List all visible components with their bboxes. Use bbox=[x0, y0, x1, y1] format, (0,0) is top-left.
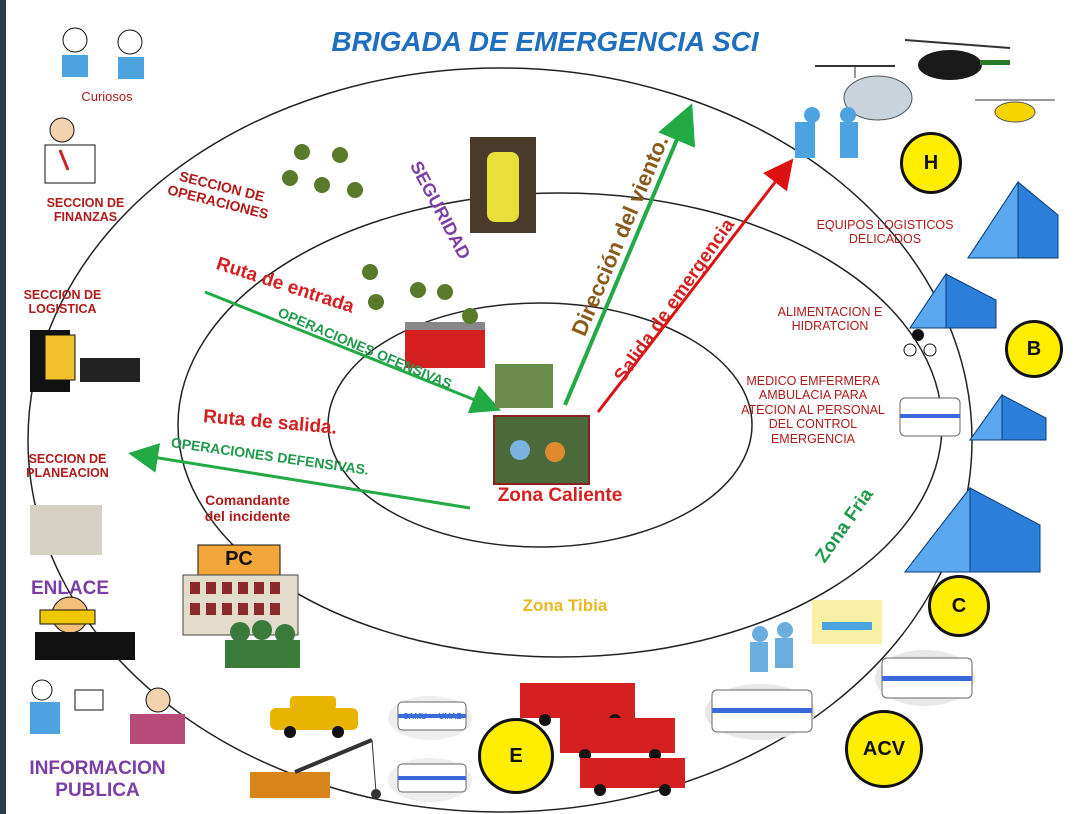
firefighters-group-2 bbox=[362, 264, 478, 324]
media-person-icon bbox=[30, 679, 104, 734]
crane-truck-icon bbox=[250, 738, 381, 799]
stretcher-icon bbox=[812, 600, 882, 644]
curiosos-people-icon bbox=[62, 27, 144, 79]
hazmat-suit-icon bbox=[487, 152, 519, 222]
telephone-operator-icon bbox=[130, 687, 185, 744]
badge-h: H bbox=[900, 132, 962, 194]
ambulance-icon-3 bbox=[705, 684, 815, 740]
logistics-person-icon bbox=[30, 330, 76, 392]
zona-caliente-label: Zona Caliente bbox=[497, 485, 623, 506]
ambulance-icon-2 bbox=[388, 758, 472, 802]
tent-icon-1 bbox=[967, 180, 1059, 259]
zona-tibia-label: Zona Tibia bbox=[522, 596, 608, 615]
helicopter-icon-3 bbox=[975, 99, 1055, 123]
ambulance-samu-text: SAMU bbox=[403, 712, 427, 721]
ambulance-icon-1 bbox=[388, 696, 472, 740]
fire-truck-icon-1 bbox=[405, 322, 485, 368]
firefighters-group-1 bbox=[282, 144, 363, 198]
page-title: BRIGADA DE EMERGENCIA SCI bbox=[331, 26, 759, 57]
enlace-label: ENLACE bbox=[30, 578, 110, 599]
tent-icon-3 bbox=[969, 393, 1047, 441]
soldiers-icon bbox=[225, 620, 300, 668]
tent-icon-4 bbox=[903, 486, 1041, 573]
ambulance-icon-4 bbox=[875, 650, 975, 706]
badge-b: B bbox=[1005, 320, 1063, 378]
badge-acv: ACV bbox=[845, 710, 923, 788]
tent-icon-2 bbox=[909, 272, 997, 329]
window-edge bbox=[0, 0, 6, 814]
badge-e: E bbox=[478, 718, 554, 794]
helicopter-icon-1 bbox=[815, 65, 913, 121]
fire-truck-icon-2 bbox=[520, 683, 635, 726]
fire-truck-icon-4 bbox=[580, 758, 685, 796]
liaison-person-icon bbox=[35, 596, 135, 660]
pc-building bbox=[182, 544, 299, 636]
ambulance-icon-5 bbox=[899, 397, 961, 437]
taxi-icon bbox=[270, 696, 358, 738]
inner-ring bbox=[327, 302, 753, 548]
cyclist-icon bbox=[903, 329, 937, 357]
helicopter-icon-2 bbox=[904, 39, 1011, 80]
finance-person-icon bbox=[44, 117, 96, 184]
radio-icon bbox=[80, 358, 140, 382]
patient-care-icon bbox=[750, 622, 793, 672]
responders-photo bbox=[495, 364, 553, 408]
wind-arrow bbox=[563, 103, 696, 406]
planning-photo bbox=[30, 505, 102, 555]
ambulance-umaz-text: UMAZ bbox=[438, 712, 462, 721]
curiosos-label: Curiosos bbox=[81, 89, 133, 104]
badge-c: C bbox=[928, 575, 990, 637]
exit-route-arrow bbox=[128, 443, 471, 510]
fire-truck-icon-3 bbox=[560, 718, 675, 761]
emergency-exit-arrow bbox=[596, 158, 794, 413]
pc-label: PC bbox=[225, 548, 253, 570]
hot-zone-photo bbox=[493, 415, 590, 485]
entry-route-arrow bbox=[204, 290, 502, 414]
paramedics-icon bbox=[795, 107, 858, 158]
